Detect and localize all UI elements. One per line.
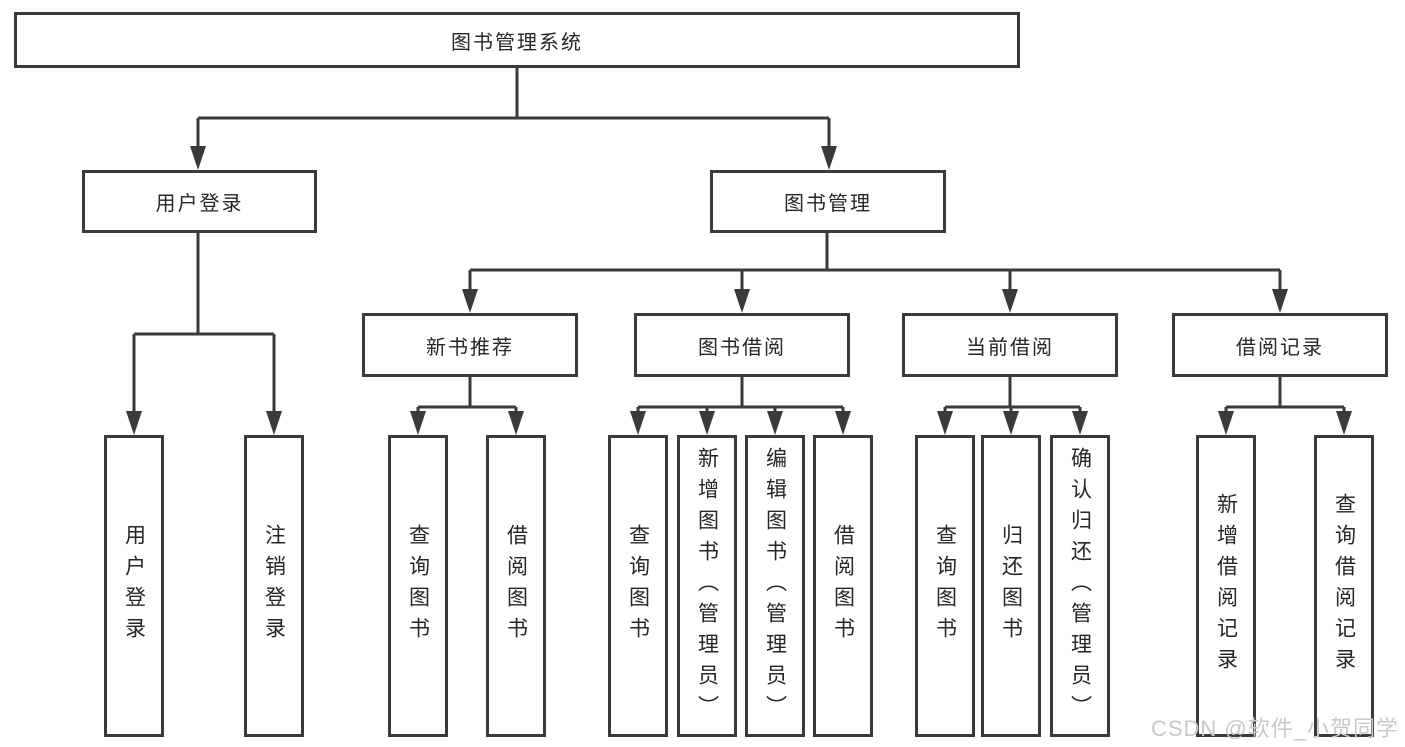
leaf-query-borrow-record: 查询借阅记录	[1314, 435, 1374, 737]
arrowheads	[126, 146, 1352, 435]
node-current-borrowing: 当前借阅	[902, 313, 1118, 377]
leaf-edit-books-admin: 编辑图书（管理员）	[745, 435, 805, 737]
node-library-management-system: 图书管理系统	[14, 12, 1020, 68]
leaf-query-books-recommend: 查询图书	[388, 435, 448, 737]
leaf-add-books-admin: 新增图书（管理员）	[677, 435, 737, 737]
leaf-add-borrow-record: 新增借阅记录	[1196, 435, 1256, 737]
leaf-return-books: 归还图书	[981, 435, 1041, 737]
node-borrowing-records: 借阅记录	[1172, 313, 1388, 377]
leaf-borrow-books: 借阅图书	[813, 435, 873, 737]
leaf-user-login: 用户登录	[104, 435, 164, 737]
node-book-borrowing: 图书借阅	[634, 313, 850, 377]
csdn-watermark: CSDN @软件_小贺同学	[1150, 716, 1399, 741]
leaf-query-books-borrow: 查询图书	[608, 435, 668, 737]
node-user-login: 用户登录	[82, 170, 317, 233]
leaf-borrow-books-recommend: 借阅图书	[486, 435, 546, 737]
leaf-query-books-current: 查询图书	[915, 435, 975, 737]
leaf-confirm-return-admin: 确认归还（管理员）	[1050, 435, 1110, 737]
node-new-book-recommendation: 新书推荐	[362, 313, 578, 377]
node-book-management: 图书管理	[710, 170, 946, 233]
leaf-logout: 注销登录	[244, 435, 304, 737]
